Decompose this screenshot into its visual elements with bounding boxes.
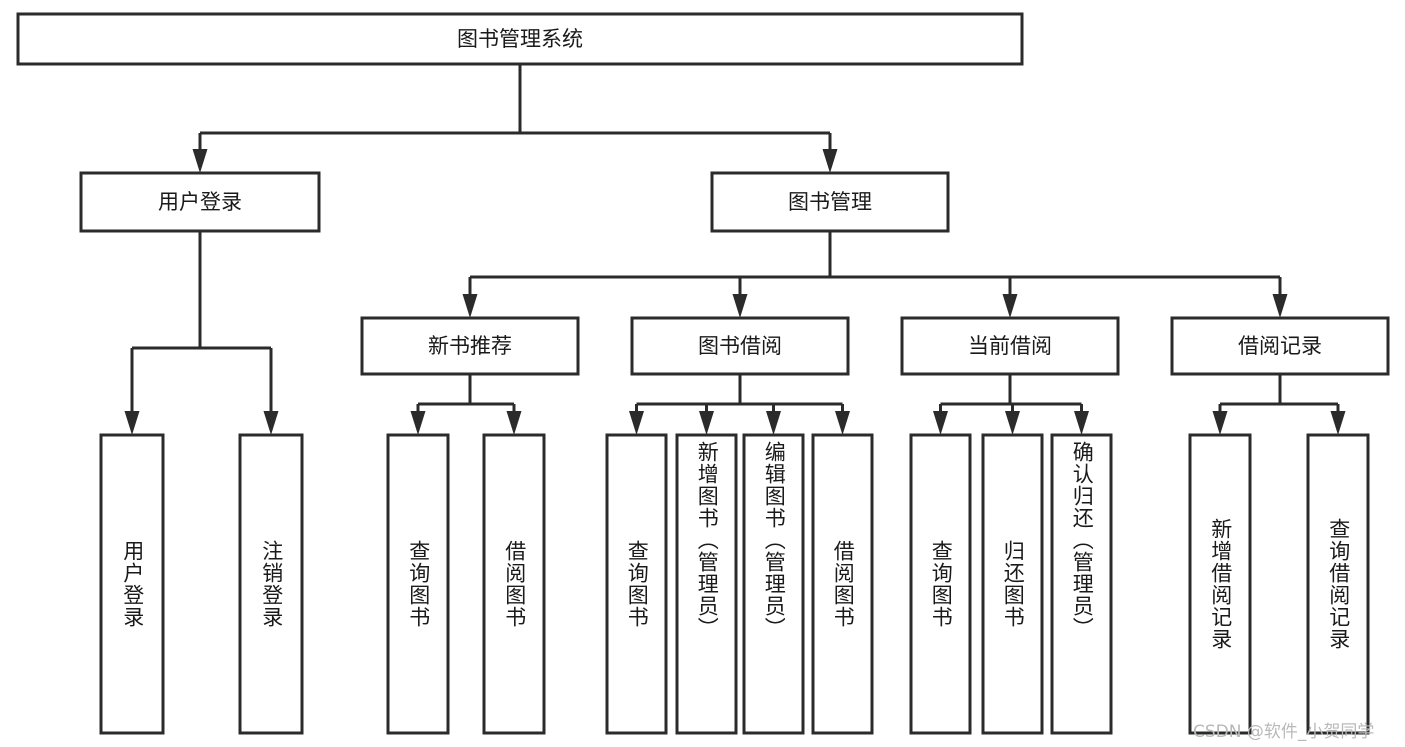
node-box-leaf-edit-book[interactable] [742, 433, 805, 735]
arrow-head-icon [124, 411, 140, 435]
node-label-book-manage: 图书管理 [788, 190, 872, 214]
box-layer [16, 12, 1390, 735]
node-box-leaf-query-book-current[interactable] [909, 433, 972, 735]
edge-group-current-borrow [933, 374, 1089, 435]
node-label-current-borrow: 当前借阅 [968, 334, 1052, 358]
node-box-leaf-user-logout[interactable] [238, 433, 304, 735]
node-box-root[interactable] [16, 12, 1024, 66]
node-box-leaf-return-book[interactable] [981, 433, 1044, 735]
arrow-head-icon [933, 411, 948, 435]
node-box-book-manage[interactable] [710, 171, 950, 233]
arrow-head-icon [1074, 411, 1089, 435]
node-box-new-book-rec[interactable] [360, 316, 580, 376]
node-label-user-login: 用户登录 [158, 190, 242, 214]
node-box-leaf-borrow-book[interactable] [811, 433, 874, 735]
node-box-leaf-query-record[interactable] [1306, 433, 1370, 735]
arrow-head-icon [1330, 411, 1346, 435]
edge-group-root [192, 64, 838, 173]
node-label-root: 图书管理系统 [457, 27, 583, 51]
node-label-borrow-record: 借阅记录 [1238, 334, 1322, 358]
arrow-head-icon [699, 411, 714, 435]
arrow-head-icon [835, 411, 850, 435]
arrow-head-icon [732, 294, 748, 318]
node-box-leaf-query-book-rec[interactable] [386, 433, 450, 735]
arrow-head-icon [766, 411, 781, 435]
node-box-leaf-confirm-return[interactable] [1050, 433, 1113, 735]
edge-layer [124, 64, 1346, 435]
node-box-leaf-add-book[interactable] [675, 433, 738, 735]
edge-group-book-manage [462, 231, 1288, 318]
arrow-head-icon [1212, 411, 1228, 435]
node-box-current-borrow[interactable] [900, 316, 1120, 376]
arrow-head-icon [506, 411, 522, 435]
arrow-head-icon [1005, 411, 1020, 435]
arrow-head-icon [822, 149, 838, 173]
node-box-leaf-user-login[interactable] [99, 433, 165, 735]
node-label-new-book-rec: 新书推荐 [428, 334, 512, 358]
edge-group-new-book-rec [410, 374, 522, 435]
edge-group-user-login [124, 231, 279, 435]
node-box-leaf-add-record[interactable] [1188, 433, 1252, 735]
arrow-head-icon [1272, 294, 1288, 318]
arrow-head-icon [629, 411, 644, 435]
arrow-head-icon [263, 411, 279, 435]
arrow-head-icon [192, 149, 208, 173]
node-box-leaf-query-book-borrow[interactable] [605, 433, 668, 735]
node-box-leaf-borrow-book-rec[interactable] [482, 433, 546, 735]
node-box-user-login[interactable] [79, 171, 321, 233]
node-label-book-borrow: 图书借阅 [698, 334, 782, 358]
arrow-head-icon [462, 294, 478, 318]
node-box-book-borrow[interactable] [630, 316, 850, 376]
arrow-head-icon [410, 411, 426, 435]
node-box-borrow-record[interactable] [1170, 316, 1390, 376]
edge-group-borrow-record [1212, 374, 1346, 435]
edge-group-book-borrow [629, 374, 850, 435]
arrow-head-icon [1002, 294, 1018, 318]
